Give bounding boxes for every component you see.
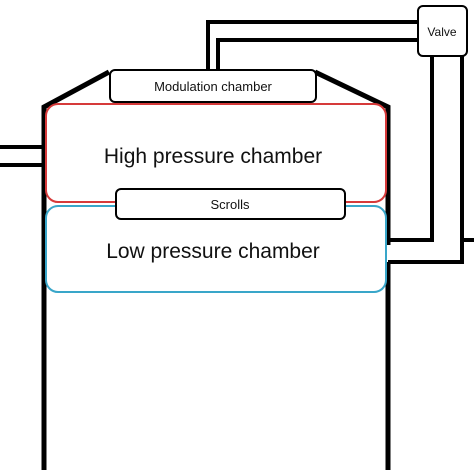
- scrolls-label: Scrolls: [210, 197, 250, 212]
- valve-box: [417, 5, 468, 57]
- low-pressure-chamber-label: Low pressure chamber: [106, 240, 320, 263]
- housing-right-wall: [313, 69, 391, 245]
- valve-label: Valve: [427, 25, 456, 39]
- housing-left-wall: [41, 69, 111, 470]
- modulation-line-pipe: [206, 20, 417, 72]
- valve-return-pipe: [388, 56, 474, 264]
- left-inlet-pipe: [0, 145, 44, 167]
- scrolls-box: [115, 188, 346, 220]
- modulation-chamber-label: Modulation chamber: [154, 79, 272, 94]
- modulation-chamber-box: [109, 69, 317, 103]
- housing: [41, 69, 391, 470]
- high-pressure-chamber-label: High pressure chamber: [104, 145, 322, 168]
